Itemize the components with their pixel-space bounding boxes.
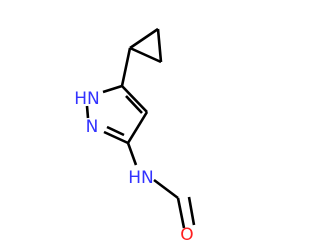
structure-diagram: HN N HN O xyxy=(74,27,196,245)
bond-n2-n1 xyxy=(85,105,90,119)
bond-nh-c xyxy=(153,178,179,200)
bond-cp-c5 xyxy=(120,47,132,87)
bond-c3-n2-double xyxy=(103,130,129,145)
bond-c3-n2-double-inner xyxy=(106,125,125,137)
bond-c5-c4-double xyxy=(121,85,148,113)
atom-label-o-carbonyl: O xyxy=(180,225,193,245)
bond-n1-c5 xyxy=(102,84,123,94)
bond-c4-c3 xyxy=(126,111,149,144)
bond-c-o-double-inner xyxy=(187,196,196,226)
molecule-canvas: HN N HN O xyxy=(74,27,196,245)
bond-c5-c4-double-inner xyxy=(125,95,143,114)
bond-c-o-double xyxy=(176,197,186,229)
bond-cp-a-b xyxy=(129,27,159,50)
atom-label-hn-amide: HN xyxy=(128,168,154,188)
atom-label-n-pyrazole: N xyxy=(86,117,99,137)
bond-cp-c-a xyxy=(129,46,162,64)
bond-cp-b-c xyxy=(156,28,163,63)
bond-c3-nh xyxy=(126,142,138,166)
atom-label-hn-pyrazole: HN xyxy=(74,89,100,109)
